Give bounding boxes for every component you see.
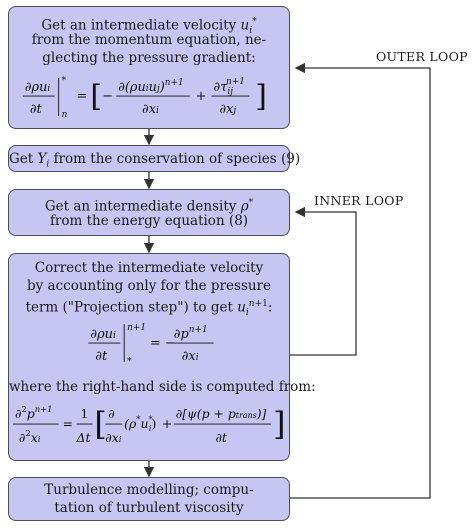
density-step-box: Get an intermediate density ρ* from the … bbox=[8, 189, 290, 236]
svg-text:]: ] bbox=[273, 407, 285, 443]
svg-text:+: + bbox=[196, 89, 207, 104]
svg-text:∂xj: ∂xj bbox=[219, 102, 236, 117]
svg-text:∂xi: ∂xi bbox=[142, 102, 159, 117]
svg-text:∂xi: ∂xi bbox=[105, 430, 121, 445]
svg-text:∂ρui: ∂ρui bbox=[25, 80, 51, 95]
outer-loop-line bbox=[290, 62, 431, 499]
momentum-step-line-2: from the momentum equation, ne- bbox=[31, 32, 267, 48]
svg-text:∂t: ∂t bbox=[216, 430, 227, 445]
momentum-step-box: Get an intermediate velocity ui* from th… bbox=[8, 6, 290, 129]
svg-text:*: * bbox=[62, 76, 67, 86]
momentum-step-line-1: Get an intermediate velocity ui* bbox=[41, 17, 257, 37]
svg-text:∂(ρuiuj)n+1: ∂(ρuiuj)n+1 bbox=[118, 78, 183, 95]
svg-text:*: * bbox=[127, 357, 132, 367]
svg-text:(ρ*u*i): (ρ*u*i) bbox=[124, 414, 156, 433]
svg-text:∂xi: ∂xi bbox=[182, 349, 199, 364]
density-step-line-2: from the energy equation (8) bbox=[49, 213, 249, 229]
svg-text:∂t: ∂t bbox=[30, 102, 43, 117]
turbulence-step-box: Turbulence modelling; compu- tation of t… bbox=[8, 477, 290, 521]
inner-loop-line bbox=[290, 206, 357, 356]
svg-text:Δt: Δt bbox=[76, 430, 91, 445]
svg-text:[: [ bbox=[94, 407, 106, 443]
projection-step-line-2: by accounting only for the pressure bbox=[26, 278, 272, 294]
svg-text:]: ] bbox=[255, 79, 267, 114]
svg-text:[: [ bbox=[90, 79, 102, 114]
svg-text:∂2pn+1: ∂2pn+1 bbox=[15, 404, 53, 421]
svg-text:∂[ψ(p + ptrans)]: ∂[ψ(p + ptrans)] bbox=[176, 406, 267, 421]
projection-step-box: Correct the intermediate velocity by acc… bbox=[8, 253, 316, 461]
svg-text:=: = bbox=[63, 416, 73, 431]
svg-text:∂ρui: ∂ρui bbox=[90, 327, 116, 342]
projection-step-line-3: term ("Projection step") to get uin+1: bbox=[25, 299, 273, 319]
turbulence-step-line-1: Turbulence modelling; compu- bbox=[44, 482, 254, 498]
svg-text:=: = bbox=[77, 89, 88, 104]
density-step-line-1: Get an intermediate density ρ* bbox=[44, 198, 254, 215]
svg-text:∂t: ∂t bbox=[95, 349, 108, 364]
svg-text:1: 1 bbox=[80, 406, 88, 421]
pressure-poisson-equation: ∂2pn+1 ∂2xi = 1 Δt [ ∂ ∂xi (ρ*u*i) + ∂[ψ… bbox=[12, 404, 286, 445]
species-step-box: Get Yi from the conservation of species … bbox=[8, 145, 301, 172]
svg-text:∂τijn+1: ∂τijn+1 bbox=[214, 77, 245, 97]
svg-text:+: + bbox=[162, 416, 172, 431]
svg-text:∂2xi: ∂2xi bbox=[19, 428, 41, 445]
species-step-text: Get Yi from the conservation of species … bbox=[9, 151, 301, 170]
momentum-step-line-3: glecting the pressure gradient: bbox=[42, 50, 256, 66]
projection-step-rhs-text: where the right-hand side is computed fr… bbox=[9, 379, 316, 395]
svg-text:= −: = − bbox=[150, 336, 176, 351]
svg-text:∂pn+1: ∂pn+1 bbox=[174, 325, 208, 342]
svg-text:−: − bbox=[102, 89, 113, 104]
svg-text:n+1: n+1 bbox=[127, 323, 146, 333]
turbulence-step-line-2: tation of turbulent viscosity bbox=[54, 500, 244, 516]
svg-text:∂: ∂ bbox=[108, 406, 114, 421]
svg-text:n: n bbox=[62, 110, 68, 120]
inner-loop-label: INNER LOOP bbox=[314, 193, 404, 208]
momentum-equation: ∂ρui ∂t * n = [ − ∂(ρuiuj)n+1 ∂xi + ∂τij… bbox=[22, 76, 267, 120]
outer-loop-label: OUTER LOOP bbox=[376, 49, 468, 64]
projection-equation: ∂ρui ∂t n+1 * = − ∂pn+1 ∂xi bbox=[88, 323, 214, 367]
projection-step-line-1: Correct the intermediate velocity bbox=[34, 260, 264, 276]
